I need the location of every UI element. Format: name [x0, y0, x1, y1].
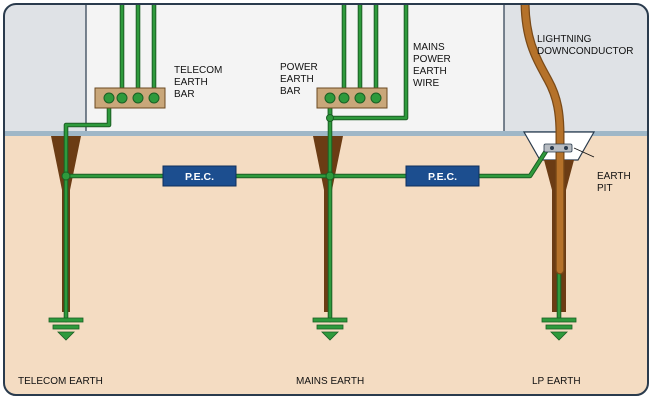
svg-text:WIRE: WIRE [413, 78, 439, 89]
svg-text:BAR: BAR [280, 86, 301, 97]
power-earth-bar [316, 87, 388, 109]
svg-text:EARTH: EARTH [597, 171, 631, 182]
svg-text:POWER: POWER [280, 62, 318, 73]
mains-power-earth-wire-label: MAINS POWER EARTH WIRE [413, 42, 451, 89]
svg-text:PIT: PIT [597, 183, 613, 194]
svg-text:LIGHTNING: LIGHTNING [537, 34, 592, 45]
svg-text:DOWNCONDUCTOR: DOWNCONDUCTOR [537, 46, 633, 57]
svg-text:POWER: POWER [413, 54, 451, 65]
pec-box-right: P.E.C. [405, 165, 480, 187]
junction-mains [325, 171, 335, 181]
junction-power-bar [326, 114, 334, 122]
svg-text:P.E.C.: P.E.C. [428, 171, 457, 183]
power-earth-bar-label: POWER EARTH BAR [280, 62, 318, 97]
mains-earth-symbol [312, 317, 348, 341]
diagram-frame [3, 3, 649, 396]
svg-text:MAINS: MAINS [413, 42, 445, 53]
ground-line [4, 131, 648, 136]
svg-text:TELECOM: TELECOM [174, 65, 222, 76]
mains-earth-label: MAINS EARTH [296, 376, 364, 387]
earth-pit-label: EARTH PIT [597, 171, 631, 194]
pec-box-left: P.E.C. [162, 165, 237, 187]
telecom-earth-label: TELECOM EARTH [18, 376, 103, 387]
telecom-earth-symbol [48, 317, 84, 341]
telecom-bar-to-rod-wire [64, 95, 111, 322]
svg-text:EARTH: EARTH [174, 77, 208, 88]
svg-text:EARTH: EARTH [280, 74, 314, 85]
svg-text:BAR: BAR [174, 89, 195, 100]
lightning-downconductor-label: LIGHTNING DOWNCONDUCTOR [537, 34, 633, 57]
telecom-earth-bar [94, 87, 166, 109]
svg-text:EARTH: EARTH [413, 66, 447, 77]
telecom-earth-bar-label: TELECOM EARTH BAR [174, 65, 222, 100]
lp-earth-symbol [541, 317, 577, 341]
junction-telecom [61, 171, 71, 181]
svg-text:P.E.C.: P.E.C. [185, 171, 214, 183]
earth-pit-clamp [543, 143, 573, 153]
lightning-downconductor [521, 4, 564, 274]
lp-earth-label: LP EARTH [532, 376, 581, 387]
